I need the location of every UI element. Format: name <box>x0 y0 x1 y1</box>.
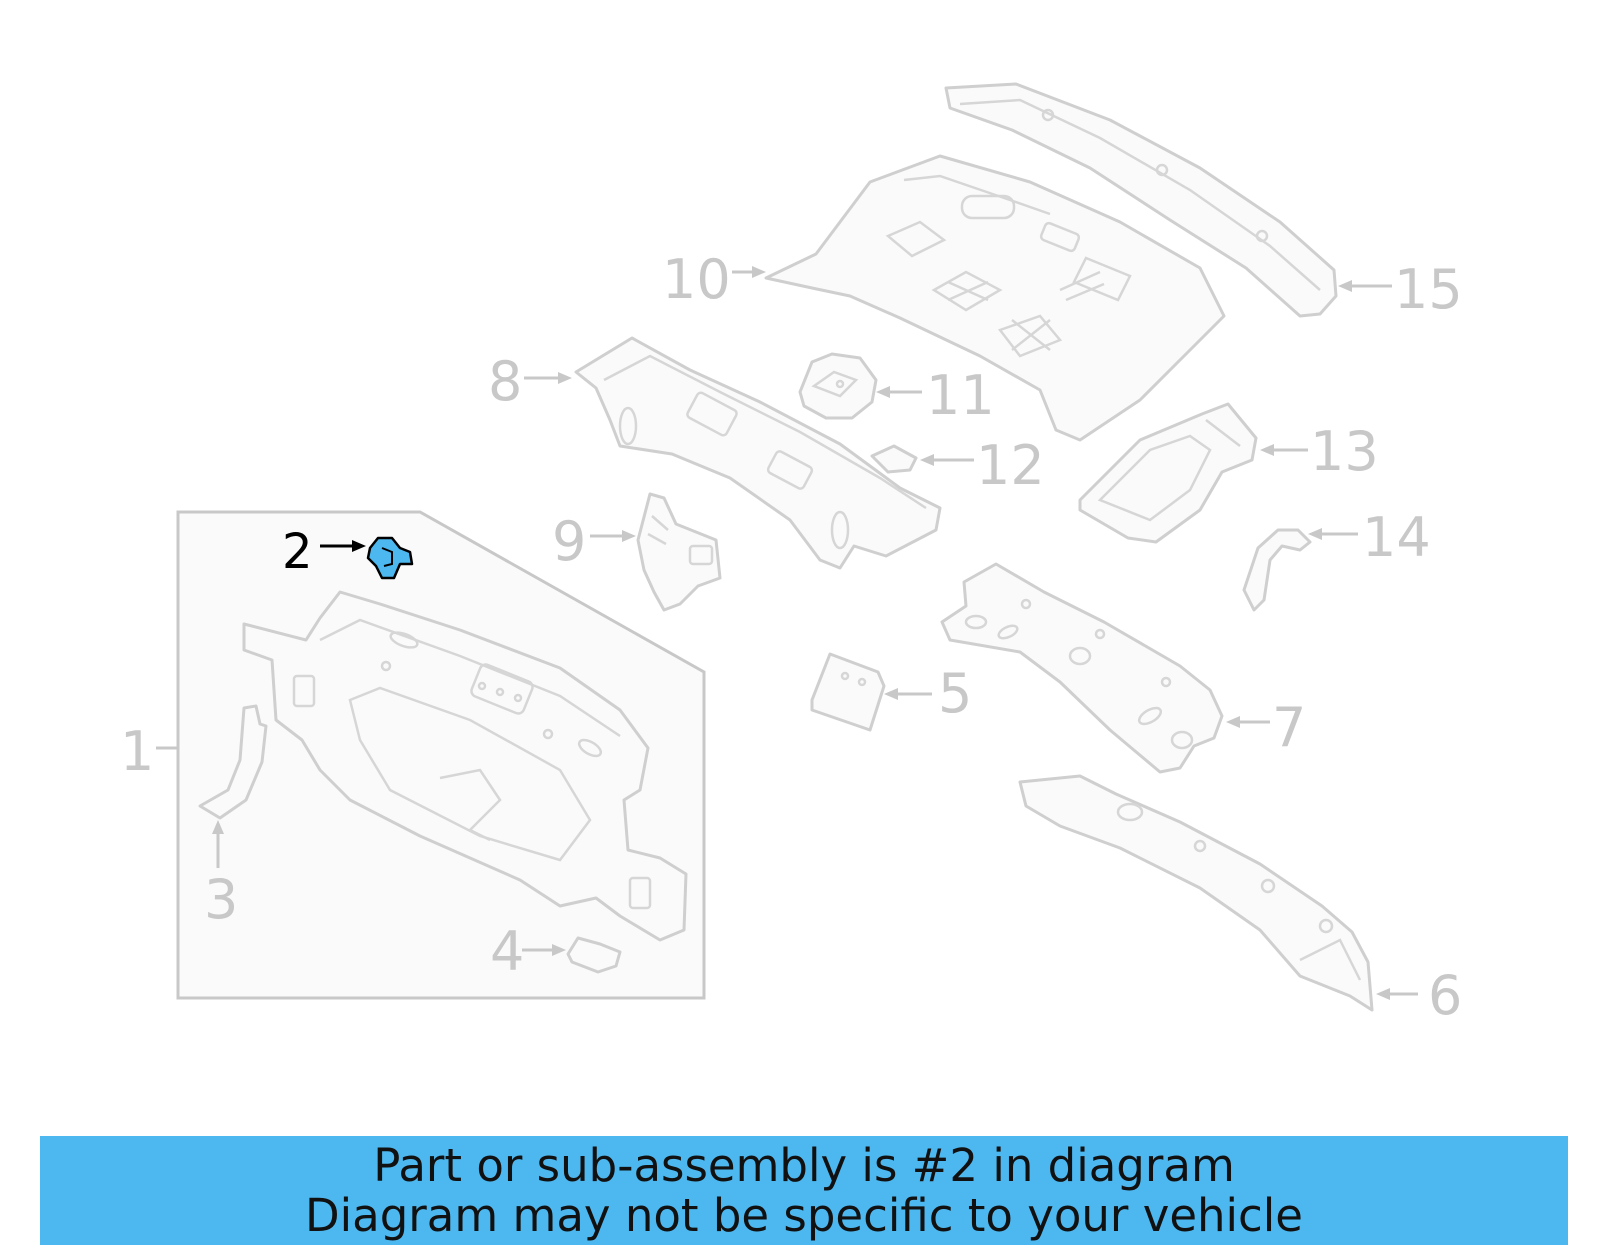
part-8-shape[interactable] <box>574 336 942 570</box>
callout-13: 13 <box>1310 420 1379 483</box>
banner-line-2: Diagram may not be specific to your vehi… <box>305 1188 1303 1242</box>
callout-10: 10 <box>662 248 731 311</box>
part-5-shape[interactable] <box>810 652 886 732</box>
callout-4: 4 <box>490 920 524 983</box>
callout-7: 7 <box>1272 696 1306 759</box>
part-10-shape[interactable] <box>764 154 1226 442</box>
part-6-shape[interactable] <box>1018 774 1374 1012</box>
part-13-shape[interactable] <box>1078 402 1258 544</box>
callout-8: 8 <box>488 350 522 413</box>
callout-6: 6 <box>1428 964 1462 1027</box>
info-banner: Part or sub-assembly is #2 in diagram Di… <box>40 1136 1568 1245</box>
callout-9: 9 <box>552 510 586 573</box>
part-3-shape[interactable] <box>198 704 268 820</box>
callout-1: 1 <box>120 720 154 783</box>
callout-11: 11 <box>926 364 995 427</box>
part-4-shape[interactable] <box>566 936 622 974</box>
part-15-shape[interactable] <box>944 82 1338 318</box>
part-11-shape[interactable] <box>798 352 878 420</box>
callout-labels: 1 2 3 4 5 6 7 8 9 10 11 12 13 14 15 <box>120 248 1463 1027</box>
callout-15: 15 <box>1394 258 1463 321</box>
callout-14: 14 <box>1362 506 1431 569</box>
part-1-shape[interactable] <box>242 590 688 942</box>
callout-arrows <box>156 266 1418 1000</box>
callout-3: 3 <box>204 868 238 931</box>
part-9-shape[interactable] <box>636 492 722 612</box>
part-2-shape[interactable] <box>366 536 414 580</box>
callout-5: 5 <box>938 662 972 725</box>
part-12-shape[interactable] <box>870 444 918 474</box>
part-14-shape[interactable] <box>1242 528 1312 612</box>
callout-2[interactable]: 2 <box>282 524 313 580</box>
part-7-shape[interactable] <box>940 562 1224 774</box>
banner-line-1: Part or sub-assembly is #2 in diagram <box>373 1138 1235 1192</box>
callout-12: 12 <box>976 434 1045 497</box>
